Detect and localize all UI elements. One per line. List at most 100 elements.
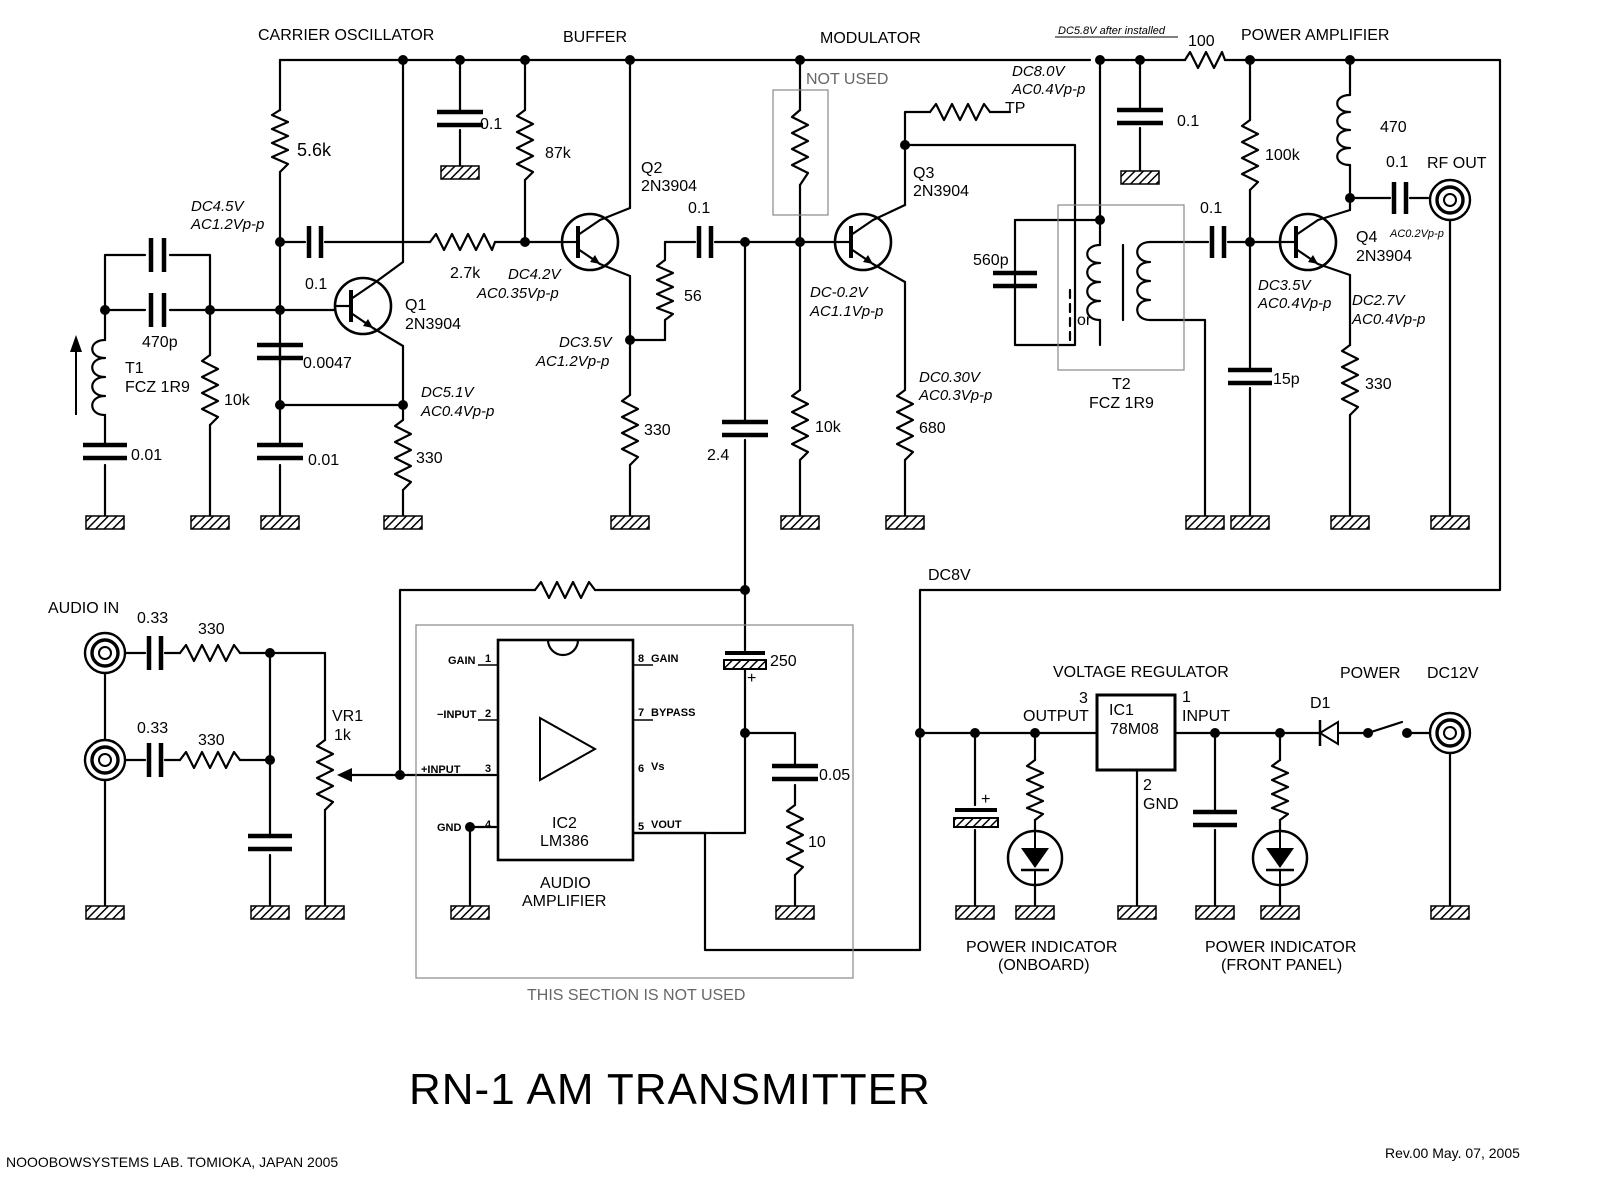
ground-icon (1429, 508, 1471, 531)
resistor-56 (655, 258, 675, 322)
svg-text:DC4.2V: DC4.2V (508, 266, 563, 283)
svg-text:DC3.5V: DC3.5V (559, 334, 614, 351)
ground-icon (1194, 898, 1236, 921)
label-amplifier: AMPLIFIER (522, 893, 606, 910)
label-dc12v: DC12V (1427, 665, 1479, 682)
audio-in-jack-2 (83, 738, 127, 782)
diode-d1 (1318, 720, 1339, 746)
label-dc8v: DC8V (928, 567, 971, 584)
t1-adjust-arrow (70, 335, 82, 415)
svg-text:0.33: 0.33 (137, 720, 168, 737)
svg-text:0.1: 0.1 (1177, 113, 1199, 130)
ground-icon (609, 508, 651, 531)
svg-text:87k: 87k (545, 145, 572, 162)
resistor-330-e (178, 750, 242, 770)
section-labels: CARRIER OSCILLATOR BUFFER MODULATOR POWE… (48, 27, 1487, 1004)
ground-icon (774, 898, 816, 921)
svg-text:FCZ 1R9: FCZ 1R9 (1089, 395, 1154, 412)
svg-text:GAIN: GAIN (448, 655, 476, 667)
svg-text:0.1: 0.1 (480, 116, 502, 133)
svg-text:Q4: Q4 (1356, 229, 1377, 246)
svg-text:100k: 100k (1265, 147, 1301, 164)
label-audio: AUDIO (540, 875, 591, 892)
svg-text:2N3904: 2N3904 (641, 178, 697, 195)
resistor-feedback (533, 580, 597, 600)
svg-text:GND: GND (437, 822, 462, 834)
ic2-lm386 (478, 638, 653, 862)
label-section-not-used: THIS SECTION IS NOT USED (527, 987, 745, 1004)
svg-text:AC0.4Vp-p: AC0.4Vp-p (1351, 311, 1425, 328)
svg-text:56: 56 (684, 288, 702, 305)
svg-text:VOUT: VOUT (651, 819, 682, 831)
label-modulator: MODULATOR (820, 30, 921, 47)
led-front (1251, 829, 1309, 887)
svg-text:Q1: Q1 (405, 297, 426, 314)
inductor-470 (1336, 93, 1352, 167)
resistor-330-a (393, 418, 413, 492)
label-indicator-onboard: POWER INDICATOR (966, 939, 1117, 956)
svg-text:+: + (981, 791, 990, 808)
svg-text:FCZ 1R9: FCZ 1R9 (125, 379, 190, 396)
svg-text:5: 5 (638, 821, 644, 833)
svg-text:AC0.3Vp-p: AC0.3Vp-p (918, 387, 992, 404)
svg-text:or: or (1077, 312, 1092, 329)
svg-text:15p: 15p (1273, 371, 1300, 388)
svg-text:8: 8 (638, 653, 644, 665)
label-indicator-onboard-sub: (ONBOARD) (998, 957, 1090, 974)
t2-transformer (1068, 240, 1152, 347)
svg-text:BYPASS: BYPASS (651, 707, 695, 719)
resistor-10k-b (790, 388, 810, 462)
svg-text:2: 2 (1143, 777, 1152, 794)
component-labels: 5.6k 0.1 87k Q2 2N3904 0.1 Q3 2N3904 TP … (125, 33, 1412, 851)
svg-text:330: 330 (644, 422, 671, 439)
label-indicator-front: POWER INDICATOR (1205, 939, 1356, 956)
svg-text:2N3904: 2N3904 (405, 316, 461, 333)
ground-icon (304, 898, 346, 921)
svg-text:DC5.1V: DC5.1V (421, 384, 476, 401)
svg-text:GAIN: GAIN (651, 653, 679, 665)
svg-text:AC0.4Vp-p: AC0.4Vp-p (1011, 81, 1085, 98)
resistor-led-onboard (1025, 758, 1045, 822)
label-not-used: NOT USED (806, 71, 888, 88)
ground-icon (954, 898, 996, 921)
svg-text:470: 470 (1380, 119, 1407, 136)
rf-out-jack (1428, 178, 1472, 222)
resistor-5k6 (270, 108, 290, 174)
svg-text:10k: 10k (224, 392, 251, 409)
resistor-2k7 (428, 232, 497, 252)
svg-text:GND: GND (1143, 796, 1179, 813)
ground-icon (1259, 898, 1301, 921)
svg-text:VR1: VR1 (332, 708, 363, 725)
ground-icon (84, 898, 126, 921)
label-buffer: BUFFER (563, 29, 627, 46)
not-used-box (772, 89, 829, 216)
svg-text:2.4: 2.4 (707, 447, 729, 464)
ground-icon (1184, 508, 1226, 531)
svg-text:AC0.4Vp-p: AC0.4Vp-p (1257, 295, 1331, 312)
svg-text:D1: D1 (1310, 695, 1331, 712)
svg-text:560p: 560p (973, 252, 1009, 269)
wires (103, 58, 1502, 952)
label-indicator-front-sub: (FRONT PANEL) (1221, 957, 1342, 974)
junctions (100, 55, 1412, 832)
resistor-100 (1183, 50, 1227, 70)
resistor-led-front (1270, 758, 1290, 822)
ground-icon (439, 158, 481, 181)
svg-text:0.1: 0.1 (688, 200, 710, 217)
ground-icon (1119, 163, 1161, 186)
svg-text:10: 10 (808, 834, 826, 851)
power-switch (1366, 720, 1404, 735)
ground-icon (189, 508, 231, 531)
label-rf-out: RF OUT (1427, 155, 1487, 172)
svg-text:330: 330 (1365, 376, 1392, 393)
svg-text:10k: 10k (815, 419, 842, 436)
svg-text:Q2: Q2 (641, 160, 662, 177)
transistor-q3 (833, 212, 893, 272)
transistor-q2 (560, 212, 620, 272)
svg-text:DC-0.2V: DC-0.2V (810, 284, 870, 301)
svg-text:1: 1 (1182, 689, 1191, 706)
svg-text:0.1: 0.1 (1386, 154, 1408, 171)
svg-text:1: 1 (485, 653, 491, 665)
svg-text:330: 330 (198, 732, 225, 749)
